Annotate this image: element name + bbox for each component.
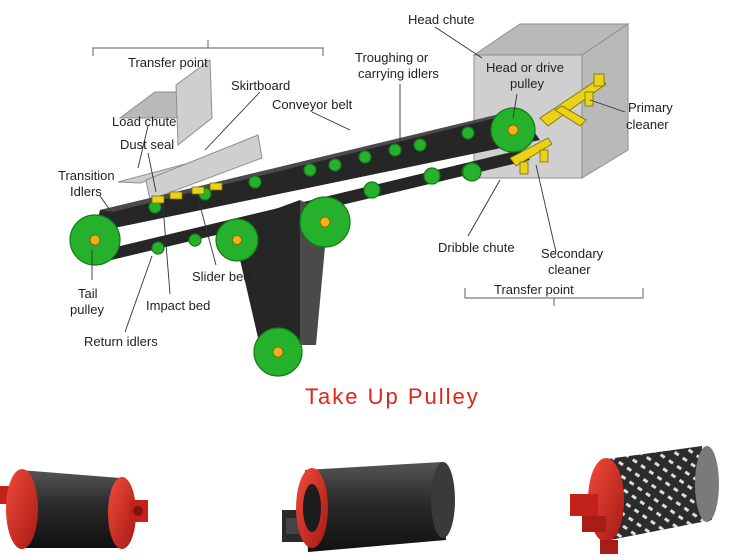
label-primary-cleaner: cleaner: [626, 117, 669, 132]
primary-cleaner: [539, 73, 607, 127]
label-conveyor-belt: Conveyor belt: [272, 97, 353, 112]
label-head-or-drive: Head or drive: [486, 60, 564, 75]
title-take-up-pulley: Take Up Pulley: [305, 384, 480, 409]
photo-drum-pulley: [282, 462, 455, 552]
leader-lines: [91, 26, 626, 333]
label-tail: Tail: [78, 286, 98, 301]
label-slider-bed: Slider bed: [192, 269, 251, 284]
load-chute: [117, 59, 263, 201]
label-tail-pulley: pulley: [70, 302, 104, 317]
label-carrying-idlers: carrying idlers: [358, 66, 439, 81]
photo-ceramic-pulley: [570, 446, 719, 554]
label-idlers: Idlers: [70, 184, 102, 199]
label-troughing-or: Troughing or: [355, 50, 429, 65]
label-head-chute: Head chute: [408, 12, 475, 27]
tail-pulley: [69, 214, 121, 266]
snub-pulley-left: [215, 218, 259, 262]
label-secondary-cleaner: cleaner: [548, 262, 591, 277]
label-transition: Transition: [58, 168, 115, 183]
impact-bed: [151, 182, 223, 204]
label-transfer-point-top: Transfer point: [128, 55, 208, 70]
head-pulley: [490, 107, 536, 153]
photo-drive-pulley: [0, 469, 148, 549]
label-pulley-head: pulley: [510, 76, 544, 91]
label-primary: Primary: [628, 100, 673, 115]
snub-pulley-right: [299, 196, 351, 248]
label-load-chute: Load chute: [112, 114, 176, 129]
label-impact-bed: Impact bed: [146, 298, 210, 313]
dribble-chute-idler: [462, 162, 482, 182]
carrying-idlers: [148, 126, 475, 214]
label-skirtboard: Skirtboard: [231, 78, 290, 93]
head-chute-box: [472, 23, 630, 179]
take-up-pulley-drum: [253, 327, 303, 377]
secondary-cleaner: [509, 137, 553, 175]
label-dust-seal: Dust seal: [120, 137, 174, 152]
label-dribble-chute: Dribble chute: [438, 240, 515, 255]
label-return-idlers: Return idlers: [84, 334, 158, 349]
label-secondary: Secondary: [541, 246, 604, 261]
label-transfer-point-bottom: Transfer point: [494, 282, 574, 297]
